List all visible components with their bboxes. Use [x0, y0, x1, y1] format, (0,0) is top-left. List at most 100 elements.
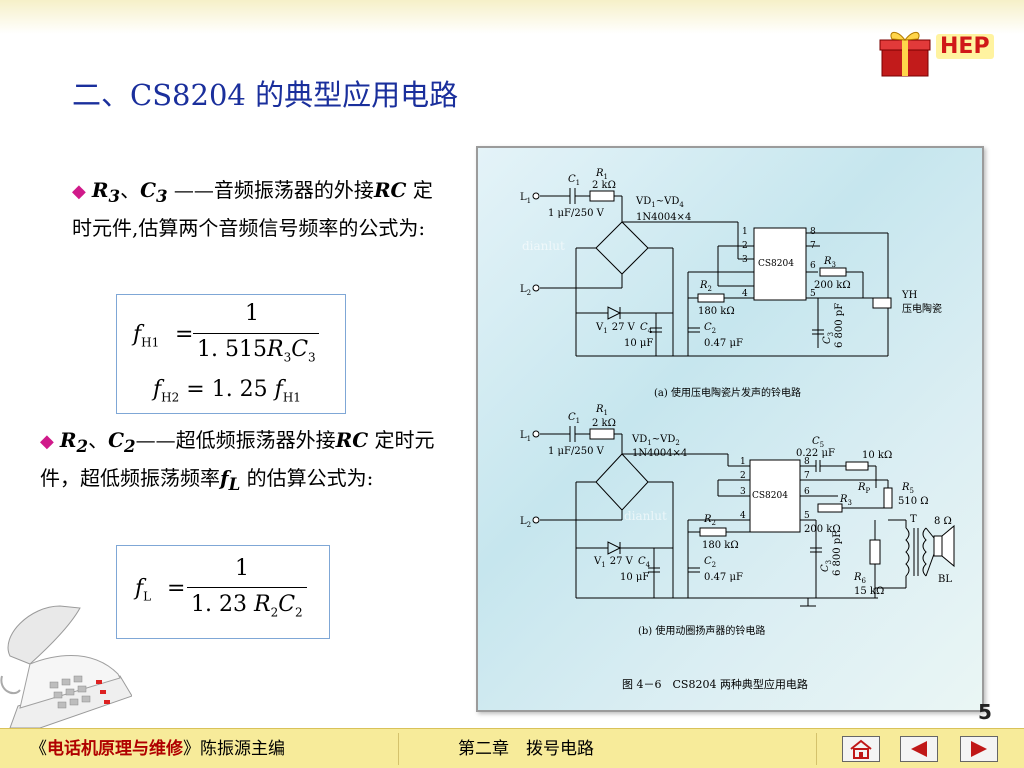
logo-text: HEP — [936, 34, 994, 59]
b-c4-label: C4 — [638, 556, 651, 569]
b-r6-value: 15 kΩ — [854, 586, 884, 597]
a-r1-label: R1 — [595, 168, 608, 181]
svg-text:4: 4 — [742, 289, 748, 299]
formula-box-fh: fH1 = 1 1. 515R3C3 fH2 = 1. 25 fH1 — [116, 294, 346, 414]
svg-text:2: 2 — [740, 471, 746, 481]
fraction-bar — [193, 333, 319, 334]
gift-box-icon — [879, 31, 931, 77]
b-r3-value: 200 kΩ — [804, 524, 841, 535]
watermark: dianlut — [624, 509, 667, 523]
b-chip-label: CS8204 — [752, 491, 788, 501]
prev-slide-button[interactable] — [900, 736, 938, 762]
b-c4-value: 10 μF — [620, 572, 649, 583]
a-c2-value: 0.47 μF — [704, 338, 743, 349]
circuit-diagram-svg: L1 L2 C1 1 μF/250 V R1 2 kΩ VD1~VD4 1N40… — [520, 168, 955, 691]
a-yh-label: YH — [901, 290, 918, 301]
b-rp-value: 10 kΩ — [862, 450, 892, 461]
a-vd-value: 1N4004×4 — [636, 212, 691, 223]
b-l1-label: L1 — [520, 430, 531, 443]
equals-sign: = — [175, 322, 194, 347]
b-r5-value: 510 Ω — [898, 496, 929, 507]
next-slide-button[interactable] — [960, 736, 998, 762]
para2-text3: 的估算公式为: — [240, 466, 374, 490]
svg-text:5: 5 — [804, 511, 810, 521]
paragraph-r2-c2: ◆R2、C2——超低频振荡器外接RC 定时元件，超低频振荡频率fL 的估算公式为… — [40, 424, 450, 500]
a-chip-label: CS8204 — [758, 259, 794, 269]
var-r3: R3 — [91, 178, 121, 206]
a-c3-value: 6 800 pF — [834, 303, 845, 348]
b-r5-label: R5 — [901, 482, 914, 495]
fraction-bar — [187, 587, 307, 588]
a-l2-label: L2 — [520, 284, 531, 297]
page-number: 5 — [978, 700, 992, 724]
footer-divider — [398, 733, 399, 765]
a-c4-label: C4 — [640, 322, 653, 335]
arrow-left-icon — [911, 741, 927, 757]
b-r1-value: 2 kΩ — [592, 418, 616, 429]
svg-text:5: 5 — [810, 289, 816, 299]
fl-denominator: 1. 23 R2C2 — [191, 592, 303, 620]
home-icon — [850, 739, 872, 759]
paragraph-r3-c3: ◆R3、C3 ——音频振荡器的外接RC 定时元件,估算两个音频信号频率的公式为: — [72, 174, 447, 244]
svg-text:3: 3 — [740, 487, 746, 497]
top-band — [0, 0, 1024, 34]
a-r1-value: 2 kΩ — [592, 180, 616, 191]
var-c2: C2 — [108, 428, 136, 456]
var-rc: RC — [373, 178, 407, 202]
svg-text:6: 6 — [804, 487, 810, 497]
svg-text:2: 2 — [742, 241, 748, 251]
formula-box-fl: fL = 1 1. 23 R2C2 — [116, 545, 330, 639]
var-fl: fL — [220, 466, 241, 494]
b-r1-label: R1 — [595, 404, 608, 417]
a-yh-desc: 压电陶瓷 — [902, 302, 942, 315]
svg-text:7: 7 — [804, 471, 810, 481]
a-caption: (a) 使用压电陶瓷片发声的铃电路 — [654, 386, 801, 399]
para1-text1: ——音频振荡器的外接 — [167, 178, 374, 202]
b-c2-value: 0.47 μF — [704, 572, 743, 583]
equals-sign: = — [167, 576, 186, 601]
b-c1-label: C1 — [568, 412, 580, 425]
fl-numerator: 1 — [235, 556, 249, 581]
bullet-diamond: ◆ — [40, 431, 54, 452]
b-c5-value: 0.22 μF — [796, 448, 835, 459]
b-spk-value: 8 Ω — [934, 516, 952, 527]
b-r2-value: 180 kΩ — [702, 540, 739, 551]
fh2-formula: fH2 = 1. 25 fH1 — [153, 377, 301, 405]
home-button[interactable] — [842, 736, 880, 762]
para1-text2: 定时元件,估算两个音频信号频率的公式为: — [72, 178, 433, 240]
fh1-numerator: 1 — [245, 301, 259, 326]
fh1-denominator: 1. 515R3C3 — [197, 337, 316, 365]
page-title: 二、CS8204 的典型应用电路 — [72, 78, 459, 112]
b-c5-label: C5 — [812, 436, 824, 449]
a-c1-value: 1 μF/250 V — [548, 208, 605, 219]
chapter-label: 第二章 拨号电路 — [458, 739, 594, 759]
b-bl-label: BL — [938, 574, 952, 585]
hep-logo: HEP — [878, 26, 1008, 78]
svg-text:8: 8 — [804, 457, 810, 467]
a-r3-label: R3 — [823, 256, 836, 269]
a-c2-label: C2 — [704, 322, 716, 335]
svg-text:8: 8 — [810, 227, 816, 237]
svg-text:1: 1 — [742, 227, 748, 237]
svg-text:6: 6 — [810, 261, 816, 271]
b-caption: (b) 使用动圈扬声器的铃电路 — [638, 624, 765, 637]
var-r2: R2 — [59, 428, 89, 456]
bullet-diamond: ◆ — [72, 181, 86, 202]
b-c1-value: 1 μF/250 V — [548, 446, 605, 457]
a-c4-value: 10 μF — [624, 338, 653, 349]
telephone-illustration — [0, 605, 132, 728]
b-rp-label: RP — [857, 482, 871, 495]
a-r3-value: 200 kΩ — [814, 280, 851, 291]
b-r2-label: R2 — [703, 514, 716, 527]
svg-text:3: 3 — [742, 255, 748, 265]
a-vd-label: VD1~VD4 — [635, 196, 684, 209]
para2-text1: ——超低频振荡器外接 — [135, 428, 336, 452]
b-vd-value: 1N4004×4 — [632, 448, 687, 459]
b-c3-value: 6 800 pF — [832, 531, 843, 576]
a-c1-label: C1 — [568, 174, 580, 187]
b-r6-label: R6 — [853, 572, 867, 585]
svg-text:7: 7 — [810, 241, 816, 251]
var-c3: C3 — [140, 178, 168, 206]
